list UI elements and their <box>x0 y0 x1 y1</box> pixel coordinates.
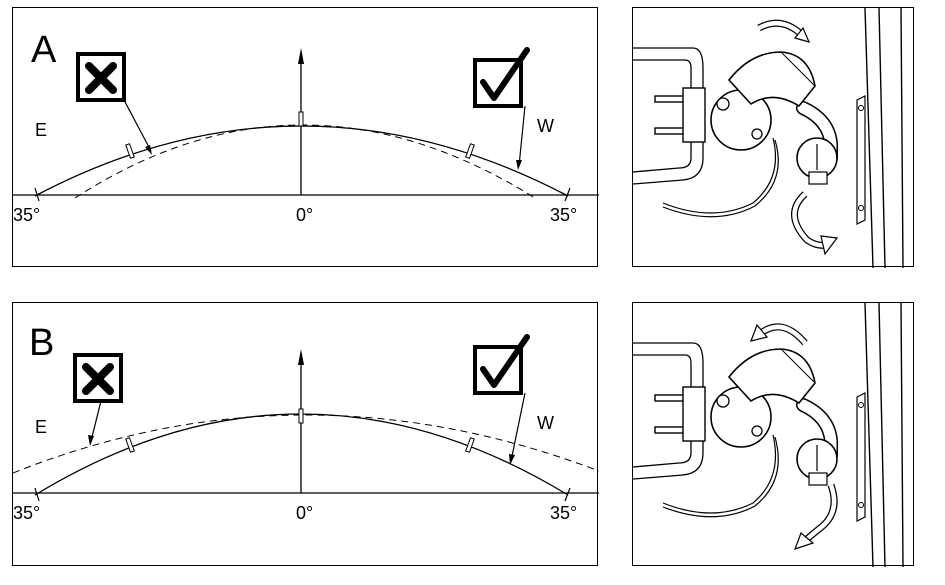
dashed-arc <box>13 414 599 474</box>
cross-box-icon <box>73 353 123 446</box>
tick-mark <box>298 408 304 424</box>
zenith-arrow-icon <box>298 48 304 64</box>
east-label: E <box>35 417 47 437</box>
tick-mark <box>125 143 135 159</box>
tick-mark <box>34 187 40 202</box>
panel-letter: A <box>31 29 57 71</box>
arc-diagram-a-svg: A E W 35° 0° 35° <box>13 29 599 225</box>
center-angle-label: 0° <box>296 205 313 225</box>
device-a-svg <box>633 8 904 268</box>
check-box-icon <box>473 334 530 465</box>
dish-housing <box>727 51 816 108</box>
tick-mark <box>564 487 571 502</box>
panel-b-device-illustration <box>632 302 914 567</box>
rotate-clockwise-arrow-icon <box>793 26 811 43</box>
pole <box>864 8 874 268</box>
mounting-plate <box>856 95 866 225</box>
dish-housing <box>727 348 816 405</box>
right-angle-label: 35° <box>550 205 577 225</box>
tick-mark <box>298 111 304 127</box>
tick-mark <box>34 487 40 502</box>
tick-mark <box>465 437 475 453</box>
cross-box-icon <box>76 52 152 155</box>
right-angle-label: 35° <box>550 503 577 523</box>
west-label: W <box>537 116 554 136</box>
mounting-plate <box>856 392 866 522</box>
left-angle-label: 35° <box>13 503 40 523</box>
panel-a-device-illustration <box>632 7 914 268</box>
center-angle-label: 0° <box>296 503 313 523</box>
tick-mark <box>564 187 571 202</box>
panel-letter: B <box>29 322 54 364</box>
arc-diagram-b-svg: B E W 35° 0° 35° <box>13 322 599 523</box>
tick-mark <box>465 143 475 159</box>
zenith-arrow-icon <box>298 349 304 365</box>
device-b-svg <box>633 303 904 567</box>
tick-mark <box>125 437 135 453</box>
panel-a-arc-diagram: A E W 35° 0° 35° <box>12 7 599 267</box>
west-label: W <box>537 413 554 433</box>
dashed-arc <box>74 124 536 199</box>
east-label: E <box>35 120 47 140</box>
left-angle-label: 35° <box>13 205 40 225</box>
pole <box>864 303 874 567</box>
check-box-icon <box>473 47 530 170</box>
rotate-counterclockwise-arrow-icon <box>750 323 769 342</box>
panel-b-arc-diagram: B E W 35° 0° 35° <box>12 302 599 566</box>
